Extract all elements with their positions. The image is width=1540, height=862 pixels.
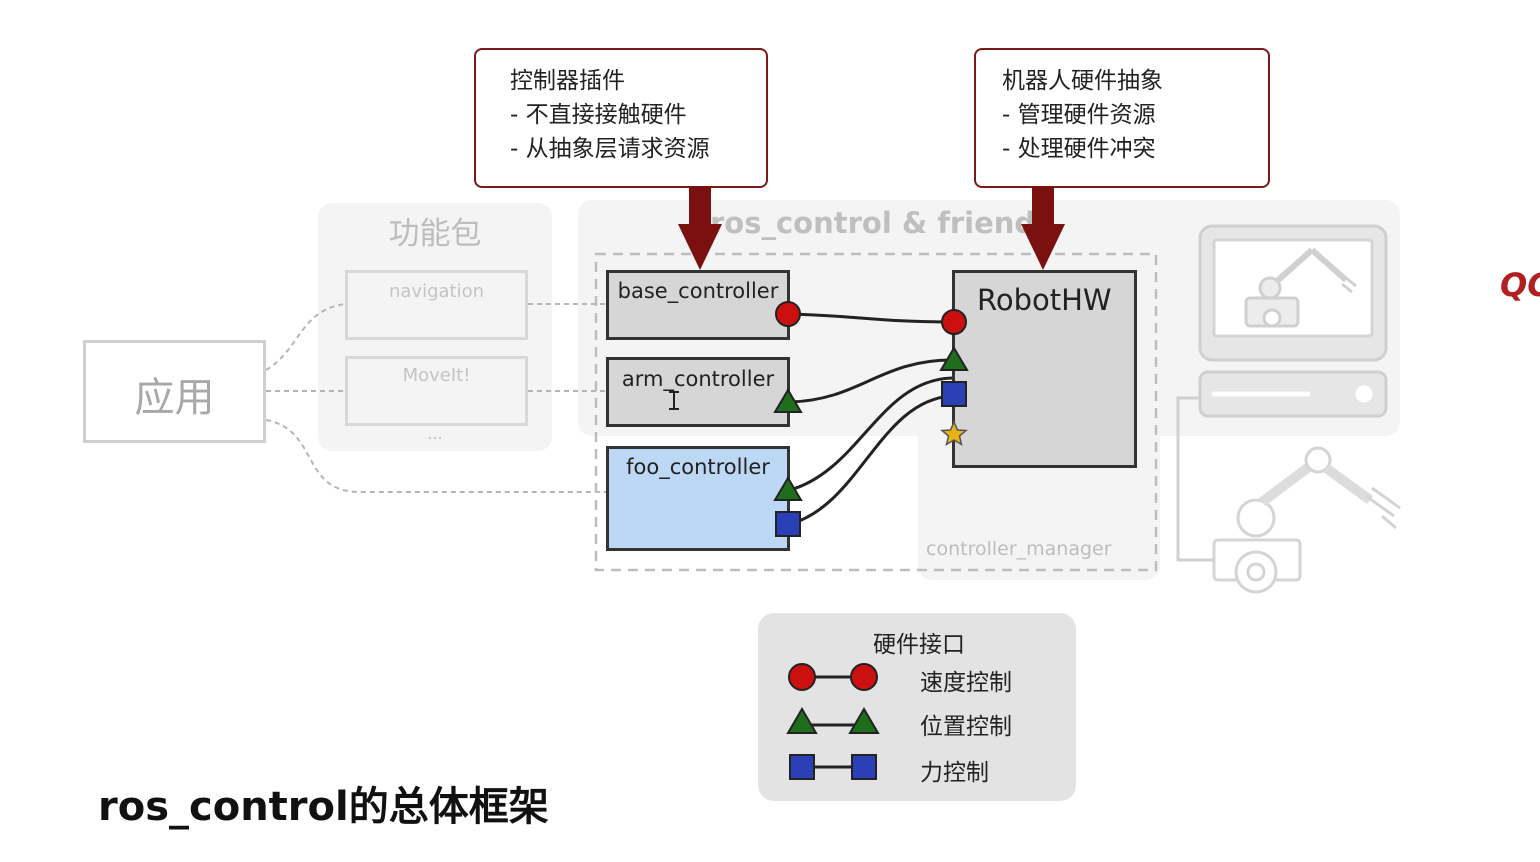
plugin-arrow-shaft <box>689 186 711 226</box>
app-link-foo <box>265 419 606 493</box>
foo-position-link <box>789 376 953 492</box>
robot-hw-label: RobotHW <box>977 283 1112 317</box>
legend-title: 硬件接口 <box>873 632 965 658</box>
plugin-arrow-head-icon <box>678 224 722 270</box>
robot-hw-callout: 机器人硬件抽象 - 管理硬件资源 - 处理硬件冲突 <box>974 48 1270 188</box>
hw-arrow-head-icon <box>1021 224 1065 270</box>
foo-position-port-icon <box>773 476 803 501</box>
robot-hw-callout-title: 机器人硬件抽象 <box>1002 68 1163 94</box>
edge-text: QC <box>1500 266 1540 304</box>
hw-position-port-icon <box>939 346 969 371</box>
arm-controller-label: arm_controller <box>621 367 775 391</box>
robot-hw-box: RobotHW <box>952 270 1137 468</box>
packages-more: ... <box>427 424 443 443</box>
application-label: 应用 <box>134 375 215 421</box>
controller-plugin-line: - 不直接接触硬件 <box>510 102 687 128</box>
ros-control-title: ros_control & friends <box>710 206 1053 240</box>
controller-plugin-title: 控制器插件 <box>510 68 625 94</box>
foo-effort-port-icon <box>775 511 801 537</box>
hw-arrow-shaft <box>1032 186 1054 226</box>
package-moveit: MoveIt! <box>345 356 528 426</box>
application-box: 应用 <box>83 340 266 443</box>
arm-position-link <box>789 358 953 404</box>
controller-plugin-callout: 控制器插件 - 不直接接触硬件 - 从抽象层请求资源 <box>474 48 768 188</box>
base-controller-label: base_controller <box>617 279 779 303</box>
base-velocity-port-icon <box>775 301 801 327</box>
base-controller-box: base_controller <box>606 270 790 340</box>
text-cursor-icon <box>669 391 679 410</box>
legend-effort-label: 力控制 <box>920 760 989 786</box>
controller-manager-label: controller_manager <box>926 538 1112 560</box>
velocity-link <box>789 312 953 324</box>
robot-hw-callout-line: - 处理硬件冲突 <box>1002 136 1156 162</box>
packages-title: 功能包 <box>388 216 482 252</box>
ros-control-dashed-border <box>594 252 1158 572</box>
slide-title: ros_control的总体框架 <box>98 784 549 830</box>
hw-velocity-port-icon <box>941 309 967 335</box>
foo-effort-link <box>789 394 953 526</box>
foo-controller-box: foo_controller <box>606 446 790 551</box>
position-symbol-icon <box>786 707 880 734</box>
legend-position-label: 位置控制 <box>920 714 1012 740</box>
effort-symbol-icon <box>789 754 877 780</box>
legend-position: 位置控制 <box>758 703 1076 743</box>
legend-effort: 力控制 <box>758 749 1076 789</box>
hw-effort-port-icon <box>941 381 967 407</box>
legend-velocity-label: 速度控制 <box>920 670 1012 696</box>
controller-plugin-line: - 从抽象层请求资源 <box>510 136 710 162</box>
hw-joint-star-icon <box>940 420 968 447</box>
package-navigation: navigation <box>345 270 528 340</box>
foo-controller-label: foo_controller <box>626 455 770 479</box>
legend-velocity: 速度控制 <box>758 659 1076 699</box>
app-link-navigation <box>265 303 346 371</box>
velocity-symbol-icon <box>788 663 878 691</box>
robot-hw-callout-line: - 管理硬件资源 <box>1002 102 1156 128</box>
robot-illustration <box>1176 224 1401 594</box>
arm-controller-box: arm_controller <box>606 357 790 427</box>
legend-panel: 硬件接口 速度控制 位置控制 力控制 <box>758 613 1076 801</box>
arm-position-port-icon <box>773 388 803 413</box>
